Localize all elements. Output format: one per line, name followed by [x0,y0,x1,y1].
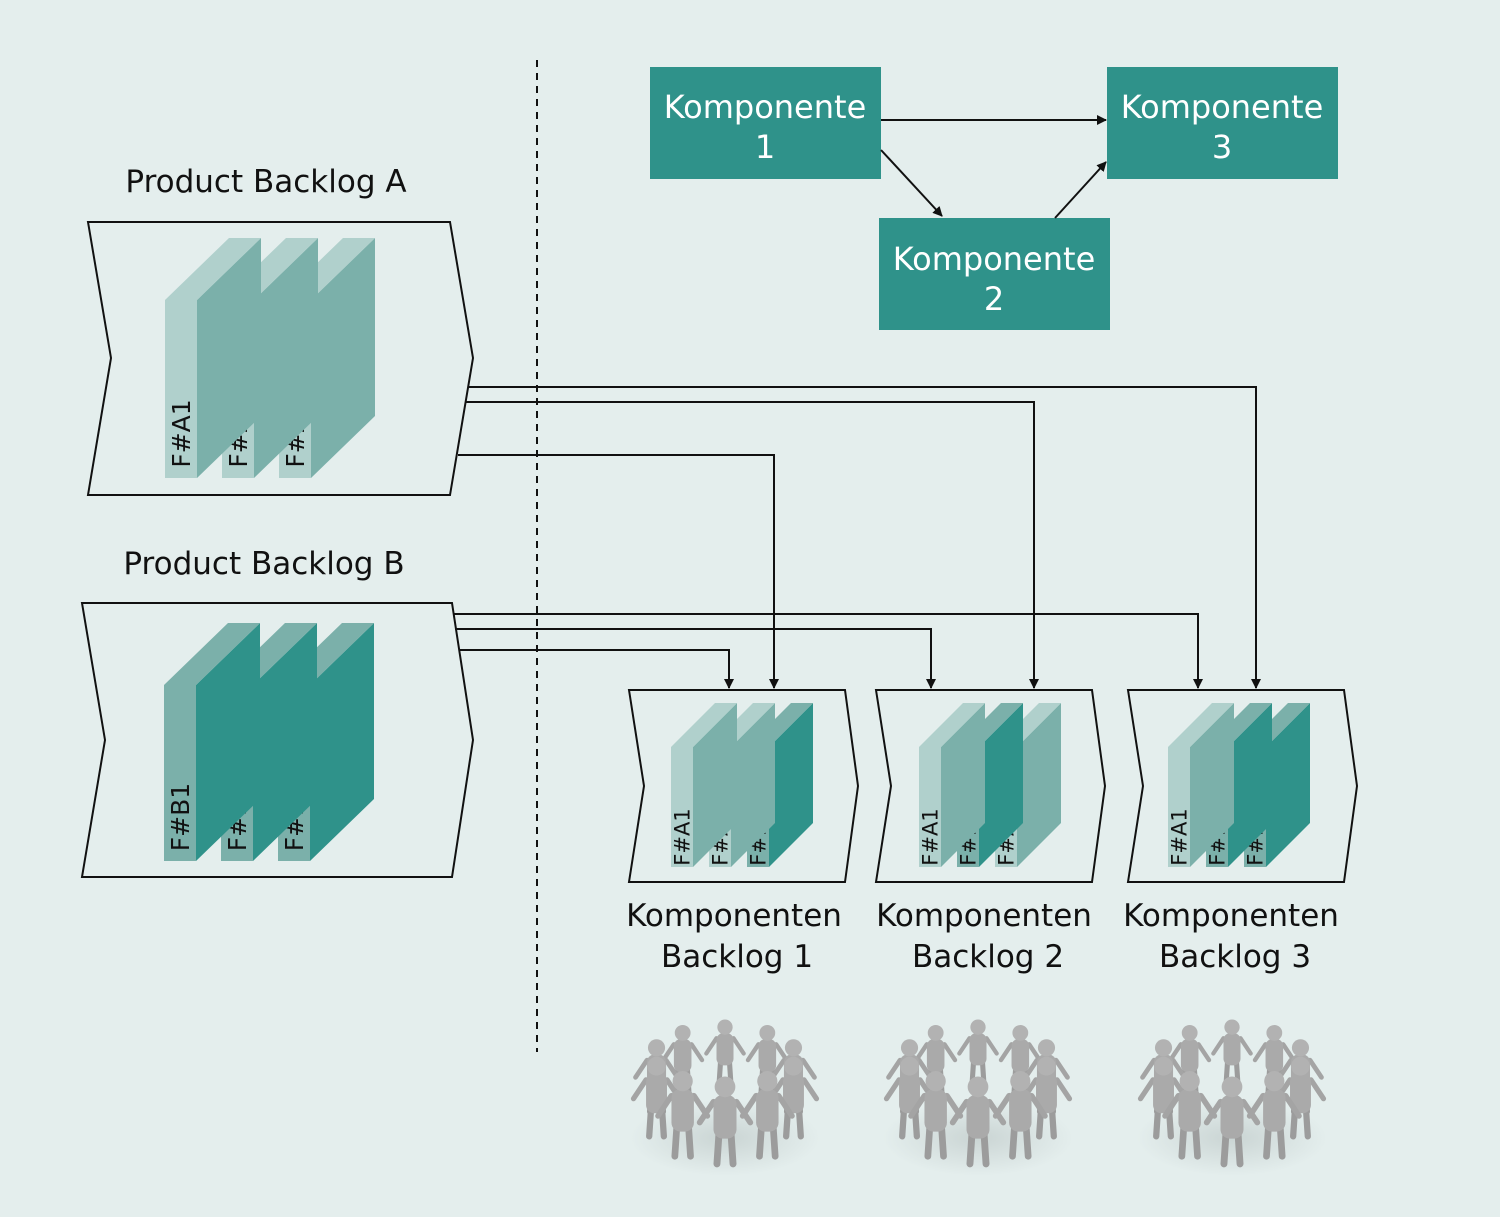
feature-card-front [671,747,693,867]
component-backlog-3-label-line1: Komponenten [1123,898,1339,934]
component-1: Komponente 1 [650,67,881,179]
team-member-icon [1246,1071,1302,1160]
component-2-label-line2: 2 [984,280,1004,318]
feature-card-top [1168,703,1234,747]
product-backlog-a-title: Product Backlog A [125,164,406,200]
component-3: Komponente 3 [1107,67,1338,179]
feature-card-side [196,623,260,861]
feature-card: F#A1 [1168,703,1234,867]
feature-card-top [165,238,261,300]
flow-b-to-backlog-3 [453,613,1203,689]
feature-stack: F#B3F#B2F#A1 [1168,703,1310,867]
feature-card: F#A1 [919,703,985,867]
feature-stack: F#A3F#A2F#A1 [165,238,375,478]
flow-a-to-backlog-3 [468,386,1261,689]
feature-stack: F#A3F#B2F#A1 [919,703,1061,867]
feature-card: F#A1 [165,238,261,478]
feature-card-side [1228,703,1272,867]
arrow-component2-to-component3 [1054,161,1107,219]
feature-label: F#A1 [671,808,695,865]
feature-card-top [164,623,260,685]
feature-label: F#A1 [919,808,943,865]
flow-b-to-backlog-1 [460,649,734,689]
feature-card-side [311,238,375,478]
feature-card: F#B1 [164,623,260,861]
component-backlog-1: F#B3F#A2F#A1 Komponenten Backlog 1 [626,689,860,975]
feature-card-side [1190,703,1234,867]
team-member-icon [655,1071,711,1160]
feature-card-side [1017,703,1061,867]
feature-stack: F#B3F#A2F#A1 [671,703,813,867]
feature-card-side [941,703,985,867]
feature-card-front [919,747,941,867]
team-member-icon [914,1024,958,1095]
component-backlog-1-label-line2: Backlog 1 [661,939,813,975]
component-backlog-2-label-line1: Komponenten [876,898,1092,934]
feature-card-top [671,703,737,747]
feature-card-side [979,703,1023,867]
team-circle-icon [630,1019,820,1176]
product-backlog-a: F#A3F#A2F#A1 [86,221,475,496]
feature-label: F#B1 [166,783,195,851]
component-2: Komponente 2 [879,218,1110,330]
feature-card-side [1266,703,1310,867]
feature-card-side [310,623,374,861]
component-backlog-2-label-line2: Backlog 2 [912,939,1064,975]
feature-card: F#A1 [671,703,737,867]
feature-card-side [769,703,813,867]
feature-card-front [164,685,196,861]
feature-card-side [731,703,775,867]
feature-label: F#A1 [1168,808,1192,865]
feature-stack: F#B3F#B2F#B1 [164,623,374,861]
flow-b-to-backlog-2 [455,628,936,689]
product-backlog-b-title: Product Backlog B [123,546,404,582]
component-3-label-line1: Komponente [1121,88,1324,126]
component-1-label-line1: Komponente [664,88,867,126]
feature-label: F#A1 [167,399,196,467]
feature-card-side [197,238,261,478]
flow-a-to-backlog-1 [458,454,779,689]
feature-card-side [254,238,318,478]
component-backlog-1-label-line1: Komponenten [626,898,842,934]
flow-a-to-backlog-2 [466,401,1039,689]
component-2-label-line1: Komponente [893,240,1096,278]
team-member-icon [696,1076,754,1168]
team-circle-icon [883,1019,1073,1176]
team-member-icon [908,1071,964,1160]
team-member-icon [767,1056,820,1140]
feature-card-side [253,623,317,861]
team-member-icon [1162,1071,1218,1160]
component-backlog-3-label-line2: Backlog 3 [1159,939,1311,975]
team-member-icon [630,1056,683,1140]
feature-card-top [919,703,985,747]
component-backlog-2: F#A3F#B2F#A1 Komponenten Backlog 2 [874,689,1107,975]
feature-card-front [165,300,197,478]
feature-card-front [1168,747,1190,867]
component-3-label-line2: 3 [1212,128,1232,166]
component-arrows [880,115,1107,219]
feature-flow-lines [453,386,1261,689]
arrow-component1-to-component2 [880,149,943,217]
team-member-icon [1203,1076,1261,1168]
product-backlog-b: F#B3F#B2F#B1 [80,602,475,878]
component-1-label-line2: 1 [755,128,775,166]
team-member-icon [949,1076,1007,1168]
component-backlog-3: F#B3F#B2F#A1 Komponenten Backlog 3 [1123,689,1359,975]
team-circle-icon [1137,1019,1327,1176]
feature-card-side [693,703,737,867]
